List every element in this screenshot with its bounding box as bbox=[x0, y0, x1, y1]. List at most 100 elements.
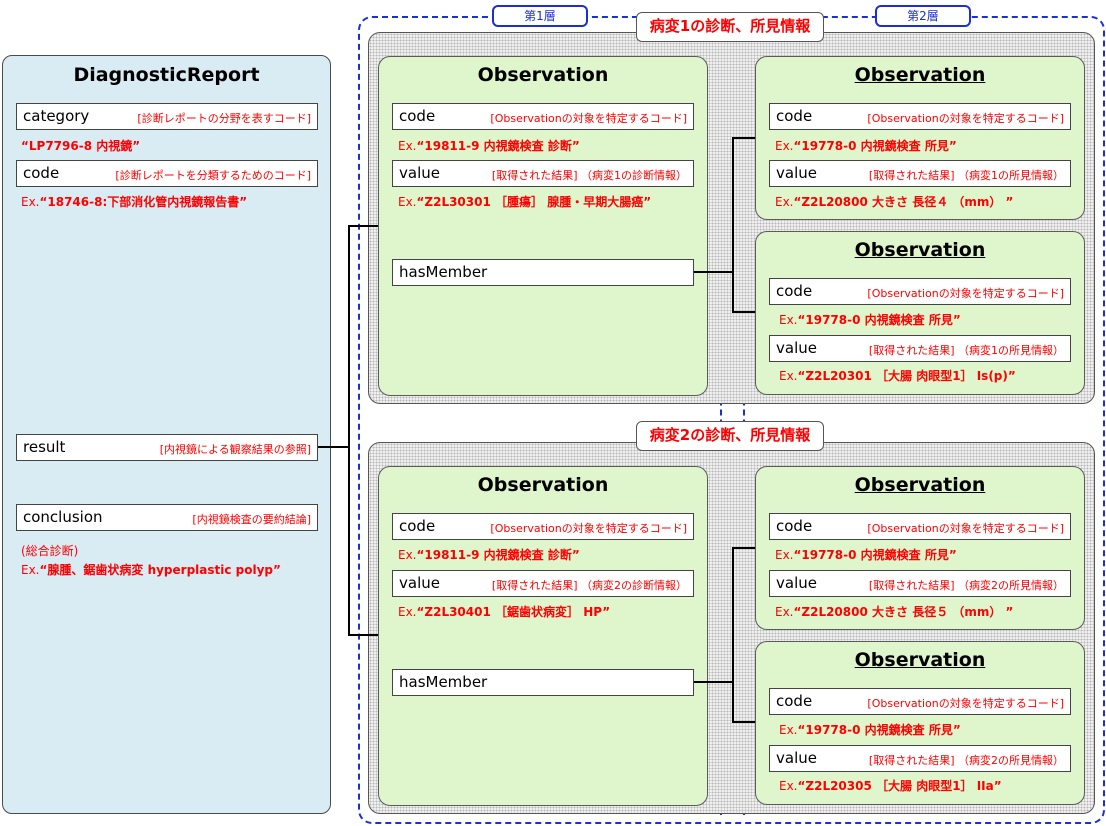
ex-prefix: Ex. bbox=[775, 548, 794, 562]
connector-to-l2-obs4 bbox=[732, 721, 755, 723]
connector-hasmember2-trunk bbox=[732, 547, 734, 723]
l2o1-code-field: code [Observationの対象を特定するコード] bbox=[769, 103, 1071, 130]
category-label: category bbox=[23, 107, 90, 125]
layer2-observation-4 bbox=[755, 641, 1085, 805]
code-desc: [診断レポートを分類するためのコード] bbox=[115, 169, 311, 182]
value-example-value: “Z2L20800 大きさ 長径４ （mm） ” bbox=[793, 195, 1014, 209]
category-desc: [診断レポートの分野を表すコード] bbox=[137, 112, 311, 125]
value-desc: [取得された結果] （病変2の所見情報） bbox=[868, 754, 1064, 767]
layer2-observation-3 bbox=[755, 466, 1085, 630]
value-example-value: “Z2L20800 大きさ 長径５ （mm） ” bbox=[793, 605, 1014, 619]
code-desc: [Observationの対象を特定するコード] bbox=[867, 112, 1064, 125]
connector-result bbox=[318, 446, 349, 448]
l1o2-value-example: Ex.“Z2L30401 ［鋸歯状病変］ HP” bbox=[398, 603, 610, 620]
l1o1-value-example: Ex.“Z2L30301 ［腫瘍］ 腺腫・早期大腸癌” bbox=[398, 193, 651, 210]
code-desc: [Observationの対象を特定するコード] bbox=[867, 522, 1064, 535]
code-label: code bbox=[776, 282, 813, 300]
l2o1-code-example: Ex.“19778-0 内視鏡検査 所見” bbox=[775, 137, 957, 154]
value-desc: [取得された結果] （病変1の診断情報） bbox=[491, 169, 687, 182]
connector-to-l2-obs1 bbox=[732, 137, 755, 139]
conclusion-field: conclusion [内視鏡検査の要約結論] bbox=[16, 504, 318, 531]
code-example-value: “19778-0 内視鏡検査 所見” bbox=[797, 313, 961, 327]
value-example-value: “Z2L30301 ［腫瘍］ 腺腫・早期大腸癌” bbox=[416, 195, 652, 209]
l2o2-code-field: code [Observationの対象を特定するコード] bbox=[769, 278, 1071, 305]
value-label: value bbox=[776, 574, 817, 592]
observation-title: Observation bbox=[854, 239, 986, 261]
connector-result-trunk bbox=[348, 225, 350, 636]
code-example-value: “19778-0 内視鏡検査 所見” bbox=[797, 723, 961, 737]
l1o1-code-example: Ex.“19811-9 内視鏡検査 診断” bbox=[398, 137, 580, 154]
l2o2-value-field: value [取得された結果] （病変1の所見情報） bbox=[769, 335, 1071, 362]
connector-hasmember2 bbox=[694, 681, 734, 683]
code-label: code bbox=[23, 164, 60, 182]
value-label: value bbox=[776, 339, 817, 357]
hasmember-label: hasMember bbox=[399, 673, 488, 691]
l2o1-value-example: Ex.“Z2L20800 大きさ 長径４ （mm） ” bbox=[775, 193, 1013, 210]
code-example-value: “19811-9 内視鏡検査 診断” bbox=[416, 139, 580, 153]
layer2-tab: 第2層 bbox=[875, 5, 971, 27]
value-example-value: “Z2L30401 ［鋸歯状病変］ HP” bbox=[416, 605, 611, 619]
value-desc: [取得された結果] （病変1の所見情報） bbox=[868, 169, 1064, 182]
code-label: code bbox=[776, 692, 813, 710]
l1o2-hasmember-field: hasMember bbox=[392, 669, 694, 696]
ex-prefix: Ex. bbox=[779, 313, 798, 327]
l2o4-value-example: Ex.“Z2L20305 ［大腸 肉眼型1］ IIa” bbox=[779, 777, 1002, 794]
observation-title: Observation bbox=[854, 64, 986, 86]
ex-prefix: Ex. bbox=[775, 195, 794, 209]
layer1-right-border bbox=[720, 20, 722, 815]
conclusion-note: (総合診断) bbox=[21, 544, 79, 558]
code-desc: [Observationの対象を特定するコード] bbox=[867, 287, 1064, 300]
l1o2-code-field: code [Observationの対象を特定するコード] bbox=[392, 513, 694, 540]
code-example-value: “19778-0 内視鏡検査 所見” bbox=[793, 139, 957, 153]
ex-prefix: Ex. bbox=[398, 139, 417, 153]
ex-prefix: Ex. bbox=[779, 779, 798, 793]
hasmember-label: hasMember bbox=[399, 263, 488, 281]
value-label: value bbox=[399, 574, 440, 592]
l2o3-code-field: code [Observationの対象を特定するコード] bbox=[769, 513, 1071, 540]
value-example-value: “Z2L20305 ［大腸 肉眼型1］ IIa” bbox=[797, 779, 1002, 793]
l1o2-value-field: value [取得された結果] （病変2の診断情報） bbox=[392, 570, 694, 597]
code-desc: [Observationの対象を特定するコード] bbox=[867, 697, 1064, 710]
result-desc: [内視鏡による観察結果の参照] bbox=[159, 443, 311, 456]
ex-prefix: Ex. bbox=[21, 195, 40, 209]
layer2-observation-2 bbox=[755, 231, 1085, 395]
conclusion-example: Ex.“腺腫、鋸歯状病変 hyperplastic polyp” bbox=[21, 561, 281, 578]
ex-prefix: Ex. bbox=[398, 195, 417, 209]
ex-prefix: Ex. bbox=[779, 369, 798, 383]
observation-title: Observation bbox=[854, 649, 986, 671]
l1o1-value-field: value [取得された結果] （病変1の診断情報） bbox=[392, 160, 694, 187]
l2o4-value-field: value [取得された結果] （病変2の所見情報） bbox=[769, 745, 1071, 772]
code-example-value: “19811-9 内視鏡検査 診断” bbox=[416, 548, 580, 562]
value-example-value: “Z2L20301 ［大腸 肉眼型1］ Is(p)” bbox=[797, 369, 1016, 383]
code-label: code bbox=[776, 517, 813, 535]
code-label: code bbox=[399, 517, 436, 535]
ex-prefix: Ex. bbox=[398, 548, 417, 562]
l2o3-code-example: Ex.“19778-0 内視鏡検査 所見” bbox=[775, 546, 957, 563]
code-desc: [Observationの対象を特定するコード] bbox=[490, 112, 687, 125]
l1o2-code-example: Ex.“19811-9 内視鏡検査 診断” bbox=[398, 546, 580, 563]
code-label: code bbox=[776, 107, 813, 125]
ex-prefix: Ex. bbox=[398, 605, 417, 619]
category-example: “LP7796-8 内視鏡” bbox=[21, 139, 141, 153]
lesion2-group-tab: 病変2の診断、所見情報 bbox=[636, 421, 824, 451]
l2o3-value-example: Ex.“Z2L20800 大きさ 長径５ （mm） ” bbox=[775, 603, 1013, 620]
conclusion-label: conclusion bbox=[23, 508, 103, 526]
result-label: result bbox=[23, 438, 66, 456]
value-label: value bbox=[399, 164, 440, 182]
observation-title: Observation bbox=[477, 64, 609, 86]
value-desc: [取得された結果] （病変2の診断情報） bbox=[491, 579, 687, 592]
code-desc: [Observationの対象を特定するコード] bbox=[490, 522, 687, 535]
code-label: code bbox=[399, 107, 436, 125]
code-example: Ex.“18746-8:下部消化管内視鏡報告書” bbox=[21, 193, 247, 210]
value-desc: [取得された結果] （病変1の所見情報） bbox=[868, 344, 1064, 357]
ex-prefix: Ex. bbox=[775, 605, 794, 619]
value-label: value bbox=[776, 749, 817, 767]
lesion1-group-tab: 病変1の診断、所見情報 bbox=[636, 12, 824, 42]
conclusion-example-value: “腺腫、鋸歯状病変 hyperplastic polyp” bbox=[39, 563, 281, 577]
code-example-value: “19778-0 内視鏡検査 所見” bbox=[793, 548, 957, 562]
observation-title: Observation bbox=[477, 474, 609, 496]
observation-title: Observation bbox=[854, 474, 986, 496]
l2o1-value-field: value [取得された結果] （病変1の所見情報） bbox=[769, 160, 1071, 187]
diagnostic-report-title: DiagnosticReport bbox=[73, 64, 260, 86]
connector-to-l1-obs1 bbox=[348, 225, 378, 227]
